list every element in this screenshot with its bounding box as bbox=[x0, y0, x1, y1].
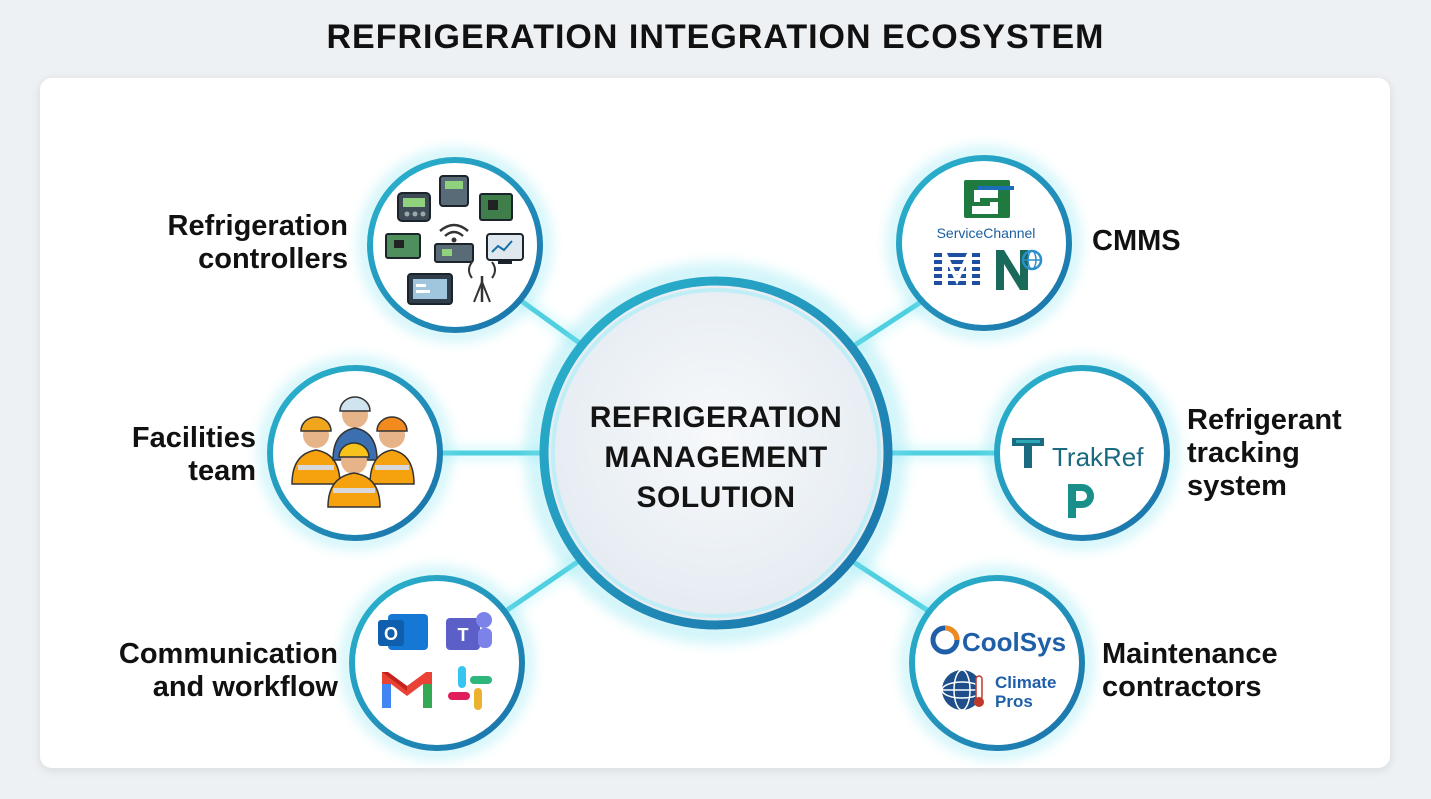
label-cmms: CMMS bbox=[1092, 225, 1212, 258]
label-controllers-line2: controllers bbox=[198, 243, 348, 275]
label-communication: Communication and workflow bbox=[60, 638, 338, 704]
cmms-logo-servicechannel: ServiceChannel bbox=[937, 225, 1036, 241]
page-title: REFRIGERATION INTEGRATION ECOSYSTEM bbox=[326, 18, 1105, 56]
label-facilities: Facilities team bbox=[80, 422, 256, 488]
contractor-logo-pros: Pros bbox=[995, 692, 1033, 711]
label-contractors-line2: contractors bbox=[1102, 671, 1262, 703]
hub-label-line3: SOLUTION bbox=[636, 481, 796, 514]
label-communication-line2: and workflow bbox=[152, 671, 338, 703]
controller-devices-icon bbox=[385, 175, 524, 305]
label-contractors: Maintenance contractors bbox=[1102, 638, 1322, 704]
tracking-logo-trakref: TrakRef bbox=[1052, 442, 1144, 472]
svg-text:T: T bbox=[458, 625, 469, 645]
label-facilities-line2: team bbox=[188, 455, 256, 487]
node-ring-contractors bbox=[900, 566, 1094, 760]
label-tracking-line2: tracking bbox=[1187, 437, 1300, 469]
node-ring-communication bbox=[340, 566, 534, 760]
label-tracking-line3: system bbox=[1187, 470, 1287, 502]
label-contractors-line1: Maintenance bbox=[1102, 638, 1278, 670]
hub-circle bbox=[525, 262, 907, 644]
node-ring-tracking bbox=[985, 356, 1179, 550]
hub-label-line2: MANAGEMENT bbox=[604, 441, 828, 474]
label-controllers: Refrigeration controllers bbox=[100, 210, 348, 276]
contractor-logos-icon: CoolSys Climate Pros bbox=[930, 625, 1066, 711]
contractor-logo-climate: Climate bbox=[995, 673, 1056, 692]
hub-label: REFRIGERATION MANAGEMENT SOLUTION bbox=[548, 398, 884, 518]
label-tracking-line1: Refrigerant bbox=[1187, 404, 1342, 436]
hub-label-line1: REFRIGERATION bbox=[589, 401, 843, 434]
tracking-logos-icon: TrakRef bbox=[1012, 438, 1144, 518]
messaging-apps-icon: O T bbox=[378, 612, 492, 710]
label-facilities-line1: Facilities bbox=[131, 422, 256, 454]
label-controllers-line1: Refrigeration bbox=[167, 210, 348, 242]
contractor-logo-coolsys: CoolSys bbox=[962, 627, 1066, 657]
label-cmms-line1: CMMS bbox=[1092, 225, 1181, 257]
label-tracking: Refrigerant tracking system bbox=[1187, 404, 1377, 503]
label-communication-line1: Communication bbox=[118, 638, 338, 670]
workers-icon bbox=[291, 396, 415, 508]
cmms-logos-icon: ServiceChannel bbox=[934, 180, 1043, 290]
svg-text:O: O bbox=[384, 624, 398, 644]
